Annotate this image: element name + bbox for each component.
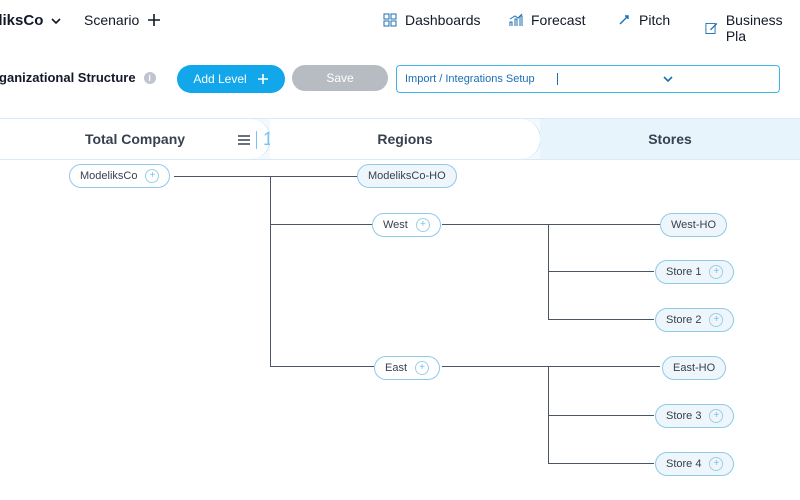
page-title-text: rganizational Structure — [0, 70, 136, 85]
node-label: East-HO — [673, 362, 716, 374]
node-label: ModeliksCo-HO — [368, 170, 446, 182]
plus-icon — [257, 74, 268, 84]
node-label: ModeliksCo — [80, 170, 138, 182]
menu-icon[interactable] — [238, 134, 250, 145]
chevron-down-icon — [663, 76, 673, 83]
levels-header: Total Company 1 Regions 2 Stores — [0, 118, 800, 160]
nav-label: Dashboards — [405, 12, 481, 28]
node-label: East — [385, 362, 408, 374]
node-total-company[interactable]: ModeliksCo + — [69, 164, 171, 188]
plus-icon — [148, 14, 161, 26]
connector — [442, 224, 660, 225]
nav-pitch[interactable]: Pitch — [617, 12, 670, 28]
nav-dashboards[interactable]: Dashboards — [383, 12, 481, 28]
connector — [442, 366, 660, 367]
node-label: Store 3 — [666, 410, 702, 422]
divider — [256, 130, 257, 149]
connector — [548, 463, 654, 464]
connector — [548, 319, 654, 320]
nav-label: Business Pla — [725, 12, 783, 44]
node-label: Store 4 — [666, 458, 702, 470]
level-1: Total Company 1 — [0, 119, 273, 159]
add-child-icon[interactable]: + — [145, 169, 160, 183]
text-caret — [557, 73, 558, 85]
node-west[interactable]: West + — [372, 213, 441, 237]
nav-label: Forecast — [531, 12, 586, 28]
node-label: Store 2 — [666, 314, 702, 326]
level-number: 1 — [263, 129, 274, 149]
level-controls: 1 — [238, 129, 273, 150]
scenario-button[interactable]: Scenario — [84, 12, 161, 28]
edit-icon — [705, 22, 718, 34]
scenario-label: Scenario — [84, 12, 140, 28]
connector — [174, 176, 358, 177]
node-label: Store 1 — [666, 266, 702, 278]
add-child-icon[interactable]: + — [415, 361, 430, 375]
node-modelikso-ho[interactable]: ModeliksCo-HO — [357, 164, 457, 188]
integrations-select[interactable]: Import / Integrations Setup — [396, 65, 780, 93]
company-name: eliksCo — [0, 12, 44, 29]
add-child-icon[interactable]: + — [709, 409, 724, 423]
toolbar: rganizational Structure i Add Level Save… — [0, 44, 800, 108]
node-east[interactable]: East + — [374, 356, 441, 380]
connector — [270, 366, 374, 367]
connector — [270, 224, 372, 225]
rocket-icon — [619, 15, 629, 25]
nav-forecast[interactable]: Forecast — [509, 12, 585, 28]
org-tree: ModeliksCo + ModeliksCo-HO West + East +… — [0, 158, 800, 500]
add-level-button[interactable]: Add Level — [177, 65, 285, 93]
company-selector[interactable]: eliksCo — [0, 12, 61, 29]
nav-business-plan[interactable]: Business Pla — [705, 12, 800, 44]
level-title: Stores — [648, 131, 692, 147]
save-button[interactable]: Save — [292, 65, 388, 91]
node-label: West-HO — [671, 219, 717, 231]
select-value: Import / Integrations Setup — [405, 73, 535, 85]
level-title: Regions — [377, 131, 433, 147]
connector — [548, 366, 549, 463]
add-child-icon[interactable]: + — [415, 218, 430, 232]
grid-icon — [383, 13, 397, 27]
node-store-1[interactable]: Store 1 + — [655, 260, 735, 284]
node-label: West — [383, 219, 408, 231]
level-title: Total Company — [84, 131, 186, 147]
node-store-3[interactable]: Store 3 + — [655, 404, 735, 428]
connector — [548, 415, 654, 416]
node-store-2[interactable]: Store 2 + — [655, 308, 735, 332]
node-west-ho[interactable]: West-HO — [660, 213, 728, 237]
add-level-label: Add Level — [193, 72, 247, 86]
chevron-down-icon — [51, 17, 61, 24]
node-east-ho[interactable]: East-HO — [662, 356, 727, 380]
add-child-icon[interactable]: + — [709, 313, 724, 327]
level-3: Stores — [540, 119, 800, 159]
add-child-icon[interactable]: + — [709, 457, 724, 471]
info-icon[interactable]: i — [143, 71, 156, 84]
page-title: rganizational Structure i — [0, 70, 156, 85]
connector — [270, 176, 271, 366]
add-child-icon[interactable]: + — [709, 265, 724, 279]
connector — [548, 271, 654, 272]
save-label: Save — [326, 71, 354, 85]
top-bar: eliksCo Scenario Dashboards Forecast Pit… — [0, 0, 800, 45]
node-store-4[interactable]: Store 4 + — [655, 452, 735, 476]
level-2: Regions 2 — [270, 119, 800, 159]
chart-icon — [509, 13, 523, 26]
nav-label: Pitch — [639, 12, 671, 28]
